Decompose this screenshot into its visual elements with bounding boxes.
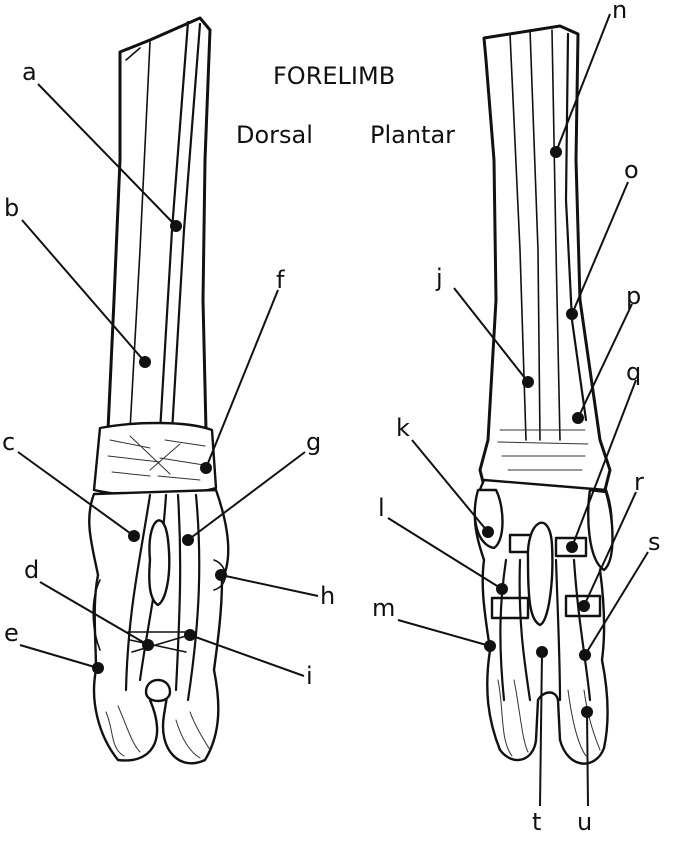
label-d: d <box>24 556 39 584</box>
label-o: o <box>624 156 639 184</box>
dot-q <box>566 541 578 553</box>
dot-f <box>200 462 212 474</box>
dot-e <box>92 662 104 674</box>
label-h: h <box>320 582 335 610</box>
dot-j <box>522 376 534 388</box>
dot-g <box>182 534 194 546</box>
dot-m <box>484 640 496 652</box>
label-i: i <box>306 662 313 690</box>
diagram-title: FORELIMB <box>273 62 395 90</box>
dot-i <box>184 629 196 641</box>
label-a: a <box>22 58 37 86</box>
label-l: l <box>378 494 385 522</box>
dot-u <box>581 706 593 718</box>
label-k: k <box>396 414 410 442</box>
label-q: q <box>626 358 641 386</box>
dot-t <box>536 646 548 658</box>
label-g: g <box>306 428 321 456</box>
label-e: e <box>4 619 19 647</box>
dot-d <box>142 639 154 651</box>
dot-b <box>139 356 151 368</box>
dot-n <box>550 146 562 158</box>
label-r: r <box>634 468 644 496</box>
dot-s <box>579 649 591 661</box>
dot-c <box>128 530 140 542</box>
dot-a <box>170 220 182 232</box>
label-c: c <box>2 428 15 456</box>
dorsal-limb-drawing <box>88 16 230 765</box>
label-p: p <box>626 282 641 310</box>
dot-k <box>482 526 494 538</box>
view-label-plantar: Plantar <box>370 121 455 149</box>
plantar-limb-drawing <box>473 24 614 765</box>
label-n: n <box>612 0 627 24</box>
label-t: t <box>532 808 541 836</box>
dot-p <box>572 412 584 424</box>
label-f: f <box>276 266 285 294</box>
label-u: u <box>577 808 592 836</box>
callout-dots <box>92 146 593 718</box>
label-s: s <box>648 528 661 556</box>
view-label-dorsal: Dorsal <box>236 121 313 149</box>
dot-l <box>496 583 508 595</box>
dot-r <box>578 600 590 612</box>
leader-lines <box>17 13 649 807</box>
label-b: b <box>4 194 19 222</box>
dot-o <box>566 308 578 320</box>
dot-h <box>215 569 227 581</box>
label-j: j <box>435 264 443 292</box>
label-m: m <box>372 594 395 622</box>
